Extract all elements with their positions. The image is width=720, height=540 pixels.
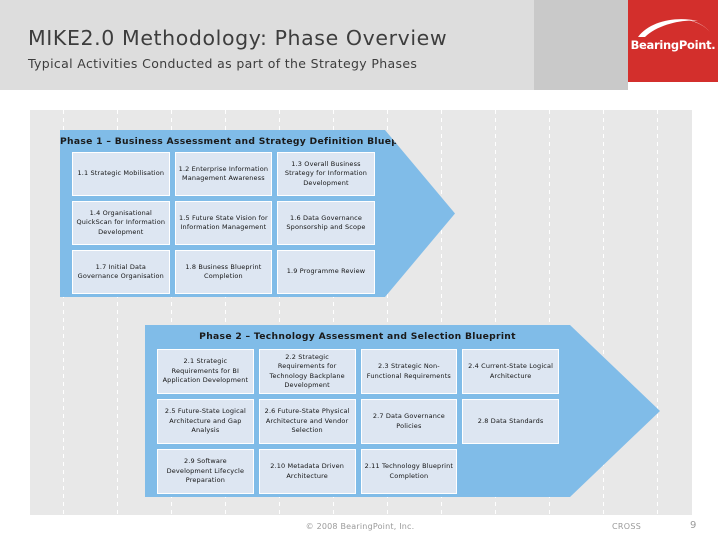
activity-box[interactable]: 2.8 Data Standards xyxy=(462,399,559,444)
page-subtitle: Typical Activities Conducted as part of … xyxy=(28,56,418,71)
phase-2-header: Phase 2 – Technology Assessment and Sele… xyxy=(199,331,516,342)
phase-1-header: Phase 1 – Business Assessment and Strate… xyxy=(60,136,418,147)
gridline xyxy=(603,110,604,515)
slide-header: BearingPoint. MIKE2.0 Methodology: Phase… xyxy=(0,0,720,90)
footer-label: CROSS xyxy=(612,522,642,531)
activity-box[interactable]: 2.6 Future-State Physical Architecture a… xyxy=(258,399,356,444)
activity-box[interactable]: 1.4 Organisational QuickScan for Informa… xyxy=(72,201,170,245)
activity-box[interactable]: 2.3 Strategic Non-Functional Requirement… xyxy=(360,349,458,394)
gridline xyxy=(279,110,280,515)
phase-1-arrow[interactable]: Phase 1 – Business Assessment and Strate… xyxy=(60,130,455,297)
bearingpoint-logo: BearingPoint. xyxy=(628,0,718,82)
gridline xyxy=(549,110,550,515)
activity-box[interactable]: 1.1 Strategic Mobilisation xyxy=(72,152,170,196)
page-number: 9 xyxy=(690,520,697,531)
footer-copyright: © 2008 BearingPoint, Inc. xyxy=(305,522,415,531)
activity-box[interactable]: 2.7 Data Governance Policies xyxy=(360,399,458,444)
phase-2-arrow[interactable]: Phase 2 – Technology Assessment and Sele… xyxy=(145,325,660,497)
gridline xyxy=(495,110,496,515)
activity-box[interactable]: 2.1 Strategic Requirements for BI Applic… xyxy=(157,349,254,394)
header-background-light xyxy=(0,0,534,90)
phase-2-activity-grid: 2.1 Strategic Requirements for BI Applic… xyxy=(157,349,561,494)
diagram-canvas: Phase 1 – Business Assessment and Strate… xyxy=(30,110,692,515)
gridline xyxy=(333,110,334,515)
header-background-mid xyxy=(534,0,628,90)
gridline xyxy=(225,110,226,515)
activity-box[interactable]: 1.7 Initial Data Governance Organisation xyxy=(72,250,170,294)
phase-1-activity-grid: 1.1 Strategic Mobilisation 1.2 Enterpris… xyxy=(72,152,375,294)
gridline xyxy=(63,110,64,515)
activity-box[interactable]: 1.6 Data Governance Sponsorship and Scop… xyxy=(277,201,375,245)
activity-box[interactable]: 2.11 Technology Blueprint Completion xyxy=(360,449,458,494)
activity-box[interactable]: 2.2 Strategic Requirements for Technolog… xyxy=(258,349,356,394)
arc-swoosh-icon xyxy=(638,19,710,37)
gridline xyxy=(441,110,442,515)
activity-box-placeholder xyxy=(462,449,559,494)
activity-box[interactable]: 1.5 Future State Vision for Information … xyxy=(174,201,273,245)
logo-wordmark: BearingPoint. xyxy=(630,38,716,52)
gridline xyxy=(117,110,118,515)
activity-box[interactable]: 2.10 Metadata Driven Architecture xyxy=(258,449,356,494)
gridline xyxy=(657,110,658,515)
activity-box[interactable]: 1.9 Programme Review xyxy=(277,250,375,294)
activity-box[interactable]: 1.8 Business Blueprint Completion xyxy=(174,250,273,294)
activity-box[interactable]: 2.4 Current-State Logical Architecture xyxy=(462,349,559,394)
activity-box[interactable]: 1.3 Overall Business Strategy for Inform… xyxy=(277,152,375,196)
activity-box[interactable]: 1.2 Enterprise Information Management Aw… xyxy=(174,152,273,196)
gridline xyxy=(171,110,172,515)
activity-box[interactable]: 2.9 Software Development Lifecycle Prepa… xyxy=(157,449,254,494)
activity-box[interactable]: 2.5 Future-State Logical Architecture an… xyxy=(157,399,254,444)
gridline xyxy=(387,110,388,515)
page-title: MIKE2.0 Methodology: Phase Overview xyxy=(28,26,448,50)
